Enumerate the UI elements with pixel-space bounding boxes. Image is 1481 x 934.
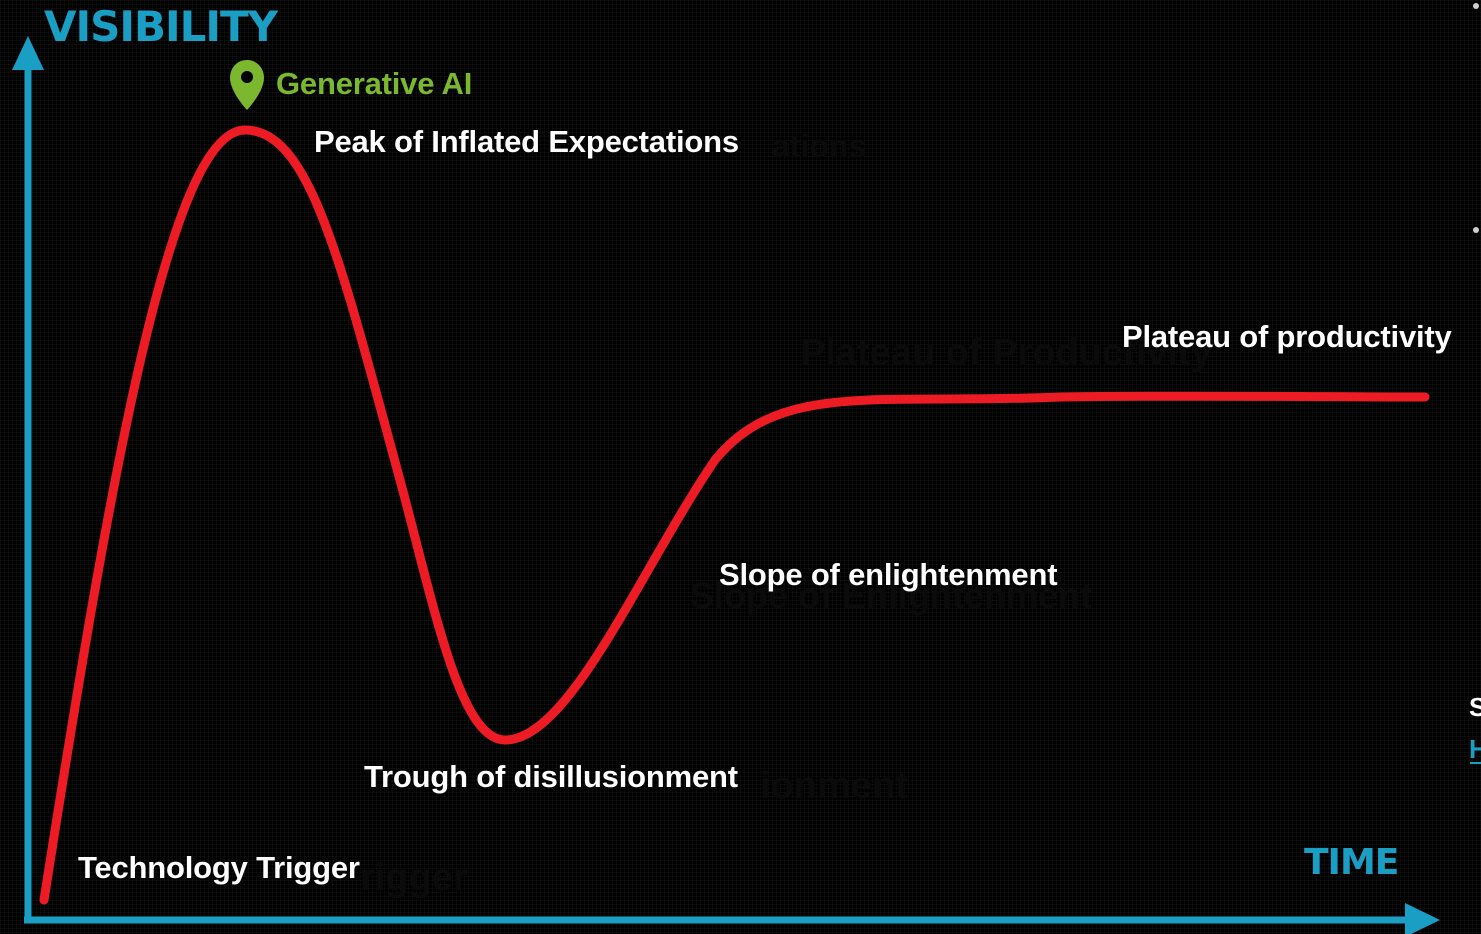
x-axis-title: TIME (1304, 842, 1399, 883)
hype-curve (39, 125, 1430, 905)
ghost-peak-text: ations (772, 128, 867, 164)
map-pin-icon (230, 60, 264, 110)
y-axis-arrowhead (12, 36, 44, 70)
generative-ai-label: Generative AI (276, 66, 473, 101)
technology-trigger-label: Technology Trigger (78, 850, 360, 885)
slope-label: Slope of enlightenment (719, 557, 1058, 592)
bullet-fragment (1473, 227, 1479, 233)
bullet-fragment (1473, 3, 1479, 9)
x-axis-arrowhead (1405, 903, 1440, 934)
source-text-fragment: S (1469, 692, 1481, 722)
ghost-plateau-text: Plateau of Productivity (800, 332, 1212, 374)
link-text-fragment[interactable]: H (1469, 734, 1481, 764)
plateau-label: Plateau of productivity (1122, 319, 1452, 354)
y-axis-title: VISIBILITY (44, 2, 278, 51)
ghost-slope-text: Slope of Enlightenment (690, 575, 1092, 616)
ghost-trough-text: ionment (760, 765, 908, 807)
trough-label: Trough of disillusionment (364, 759, 738, 794)
ghost-trigger-text: rigger (360, 857, 468, 899)
peak-label: Peak of Inflated Expectations (314, 124, 739, 159)
